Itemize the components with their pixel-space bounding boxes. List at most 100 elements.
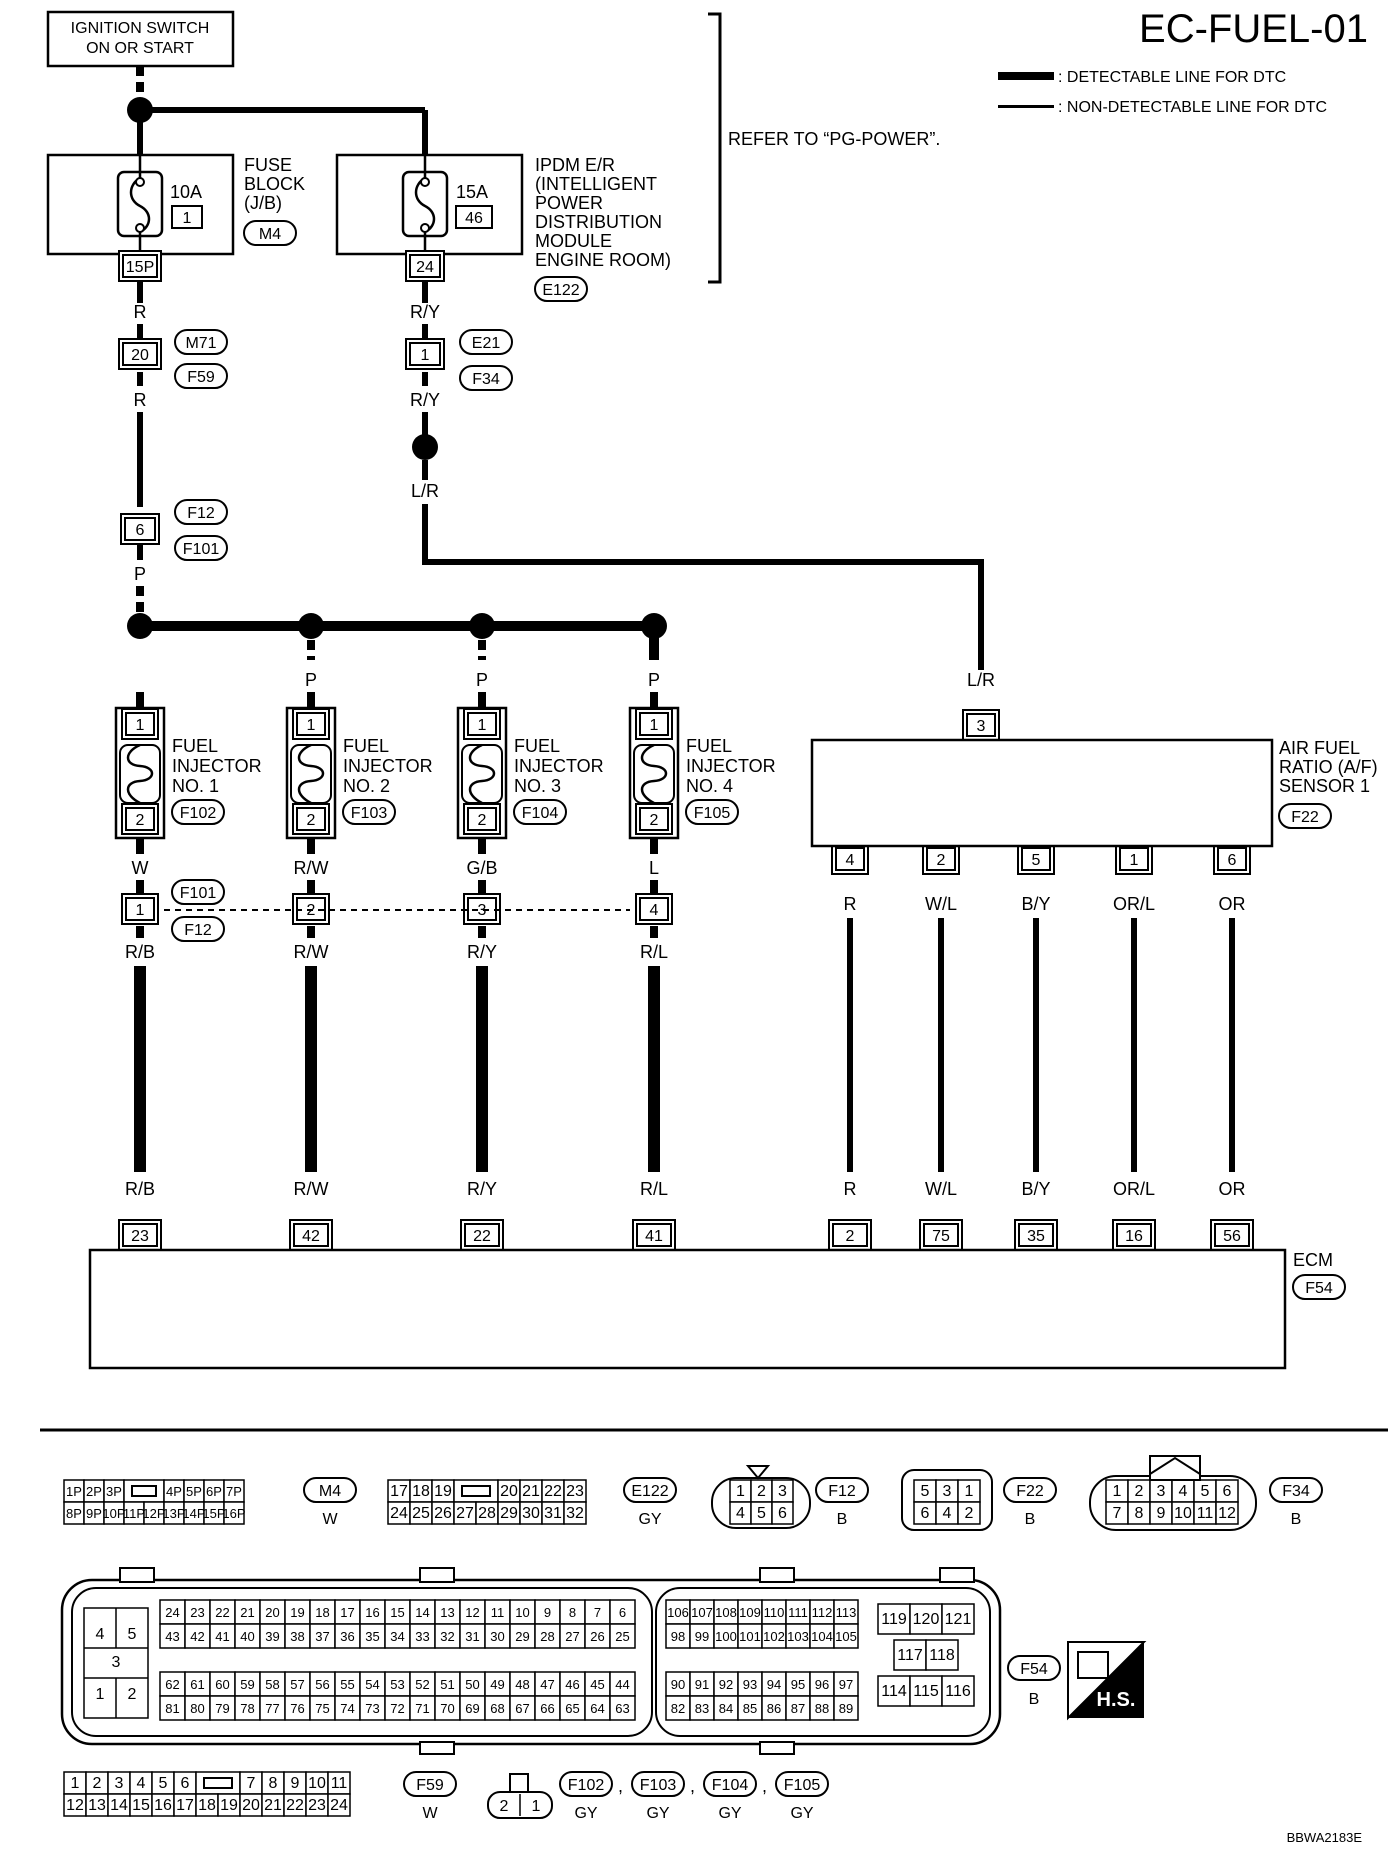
f59-r1-cell: 7 bbox=[247, 1775, 256, 1792]
f34-r1-cell: 1 bbox=[1113, 1483, 1122, 1500]
ipdm-terminal: 24 bbox=[416, 259, 434, 276]
f54-r-r2-cell: 103 bbox=[787, 1629, 809, 1644]
e122-r1-cell: 20 bbox=[500, 1483, 518, 1500]
coil-icon bbox=[468, 743, 496, 805]
ecm-pin: 42 bbox=[302, 1228, 320, 1245]
f54-r-r2-cell: 98 bbox=[671, 1629, 685, 1644]
e122-r2-cell: 30 bbox=[522, 1505, 540, 1522]
f54-mid-r3-cell: 53 bbox=[390, 1677, 404, 1692]
f54-mid-r1-cell: 21 bbox=[240, 1605, 254, 1620]
m4-r2-cell: 12P bbox=[142, 1506, 165, 1521]
f54-mid-r3-cell: 54 bbox=[365, 1677, 379, 1692]
f54-left-cell: 5 bbox=[128, 1626, 137, 1643]
right-pin-1-box bbox=[409, 342, 441, 366]
f54-r-r4-cell: 87 bbox=[791, 1701, 805, 1716]
f54-mid-r3-cell: 59 bbox=[240, 1677, 254, 1692]
f54-r-r1-cell: 106 bbox=[667, 1605, 689, 1620]
f54-mid-r4-cell: 66 bbox=[540, 1701, 554, 1716]
coil-icon bbox=[297, 743, 325, 805]
f59-r2-cell: 14 bbox=[110, 1797, 128, 1814]
af-sensor-pin-box bbox=[1217, 847, 1247, 871]
inj-conn-name: F105 bbox=[784, 1777, 821, 1794]
af-wire-ecm: B/Y bbox=[1021, 1179, 1050, 1199]
injector-wire-ecm: R/Y bbox=[467, 1179, 497, 1199]
junction-pin-box bbox=[639, 897, 669, 921]
f54-r-r3-cell: 95 bbox=[791, 1677, 805, 1692]
f54-mid-r2-cell: 28 bbox=[540, 1629, 554, 1644]
f12-name-pill bbox=[815, 1477, 869, 1503]
left-conn-1b: F59 bbox=[187, 369, 215, 386]
f54-r-r1-cell: 113 bbox=[836, 1605, 857, 1620]
f54-mid-r3-cell: 60 bbox=[215, 1677, 229, 1692]
splice-right bbox=[412, 434, 438, 460]
ecm-pin-box bbox=[122, 1223, 158, 1247]
inj-conn-cell: 1 bbox=[532, 1798, 541, 1815]
e122-r2-cell: 28 bbox=[478, 1505, 496, 1522]
figure-id: BBWA2183E bbox=[1287, 1830, 1363, 1845]
inj-conn-sep: , bbox=[762, 1776, 767, 1796]
f54-mid-r4-cell: 65 bbox=[565, 1701, 579, 1716]
f54-r-r2-cell: 104 bbox=[811, 1629, 833, 1644]
f34-r1-cell: 5 bbox=[1201, 1483, 1210, 1500]
e122-name-pill bbox=[623, 1477, 677, 1503]
f54-mid-r1-cell: 17 bbox=[340, 1605, 354, 1620]
m4-r2-cell: 16P bbox=[222, 1506, 245, 1521]
f59-r2-cell: 17 bbox=[176, 1797, 194, 1814]
f54-mid-r3-cell: 44 bbox=[615, 1677, 629, 1692]
f59-r2-cell: 21 bbox=[264, 1797, 282, 1814]
af-wire: W/L bbox=[925, 894, 957, 914]
f12-r2-cell: 5 bbox=[757, 1505, 766, 1522]
ipdm-label-1: IPDM E/R bbox=[535, 155, 615, 175]
injector-wire-mid: W bbox=[132, 858, 149, 878]
injector-pin-top-box bbox=[125, 712, 155, 736]
ipdm-fuse-no: 46 bbox=[465, 210, 483, 227]
f59-r1-cell: 1 bbox=[71, 1775, 80, 1792]
injector-wire-ecm: R/W bbox=[294, 1179, 329, 1199]
af-ecm-pin: 56 bbox=[1223, 1228, 1241, 1245]
f54-mid-r1-cell: 22 bbox=[215, 1605, 229, 1620]
e122-r1-cell: 18 bbox=[412, 1483, 430, 1500]
junction-pin-box bbox=[125, 897, 155, 921]
injector-coil-frame bbox=[633, 744, 675, 804]
e122-r1-lock bbox=[461, 1485, 491, 1497]
junction-pin: 1 bbox=[136, 902, 145, 919]
af-sensor-connector: F22 bbox=[1291, 809, 1319, 826]
f34-r2-cell: 8 bbox=[1135, 1505, 1144, 1522]
lr-wire bbox=[422, 504, 984, 670]
f54-mid-r2-cell: 29 bbox=[515, 1629, 529, 1644]
injector-splice-4 bbox=[641, 613, 667, 639]
f54-mid-r1-cell: 6 bbox=[619, 1605, 626, 1620]
f54-mid-r3-cell: 56 bbox=[315, 1677, 329, 1692]
ecm-pin: 22 bbox=[473, 1228, 491, 1245]
f54-mid-r3-cell: 61 bbox=[190, 1677, 204, 1692]
m4-r2-cell: 10P bbox=[102, 1506, 125, 1521]
right-conn-1a-pill bbox=[459, 329, 513, 355]
m4-r1-cell: 6P bbox=[206, 1484, 222, 1499]
f54-mid-r3-cell: 48 bbox=[515, 1677, 529, 1692]
e122-r2-cell: 24 bbox=[390, 1505, 408, 1522]
f54-color: B bbox=[1029, 1691, 1040, 1708]
f54-r-r2-cell: 100 bbox=[715, 1629, 737, 1644]
injector-pin-top: 1 bbox=[650, 717, 659, 734]
right-wire-1: R/Y bbox=[410, 302, 440, 322]
f54-mid-r1-cell: 11 bbox=[491, 1605, 505, 1620]
fuse-block-terminal: 15P bbox=[126, 259, 154, 276]
injector-pin-top-box bbox=[296, 712, 326, 736]
f59-r1-lock bbox=[203, 1777, 233, 1789]
hs-badge: H.S. bbox=[1067, 1641, 1147, 1721]
injector-wire-ecm: R/B bbox=[125, 1179, 155, 1199]
f59-r2-cell: 20 bbox=[242, 1797, 260, 1814]
ecm-pin: 41 bbox=[645, 1228, 663, 1245]
e122-r1-cell: 22 bbox=[544, 1483, 562, 1500]
injector-connector-pill bbox=[342, 799, 396, 825]
injector-connector-pill bbox=[171, 799, 225, 825]
f54-r-r3-cell: 91 bbox=[695, 1677, 709, 1692]
af-pin-1: 1OR/LOR/L16AF-UN1 bbox=[1101, 843, 1167, 1275]
f54-left-cell: 3 bbox=[112, 1654, 121, 1671]
af-sensor-pin-box bbox=[1119, 847, 1149, 871]
junction-conn-a: F101 bbox=[180, 885, 217, 902]
